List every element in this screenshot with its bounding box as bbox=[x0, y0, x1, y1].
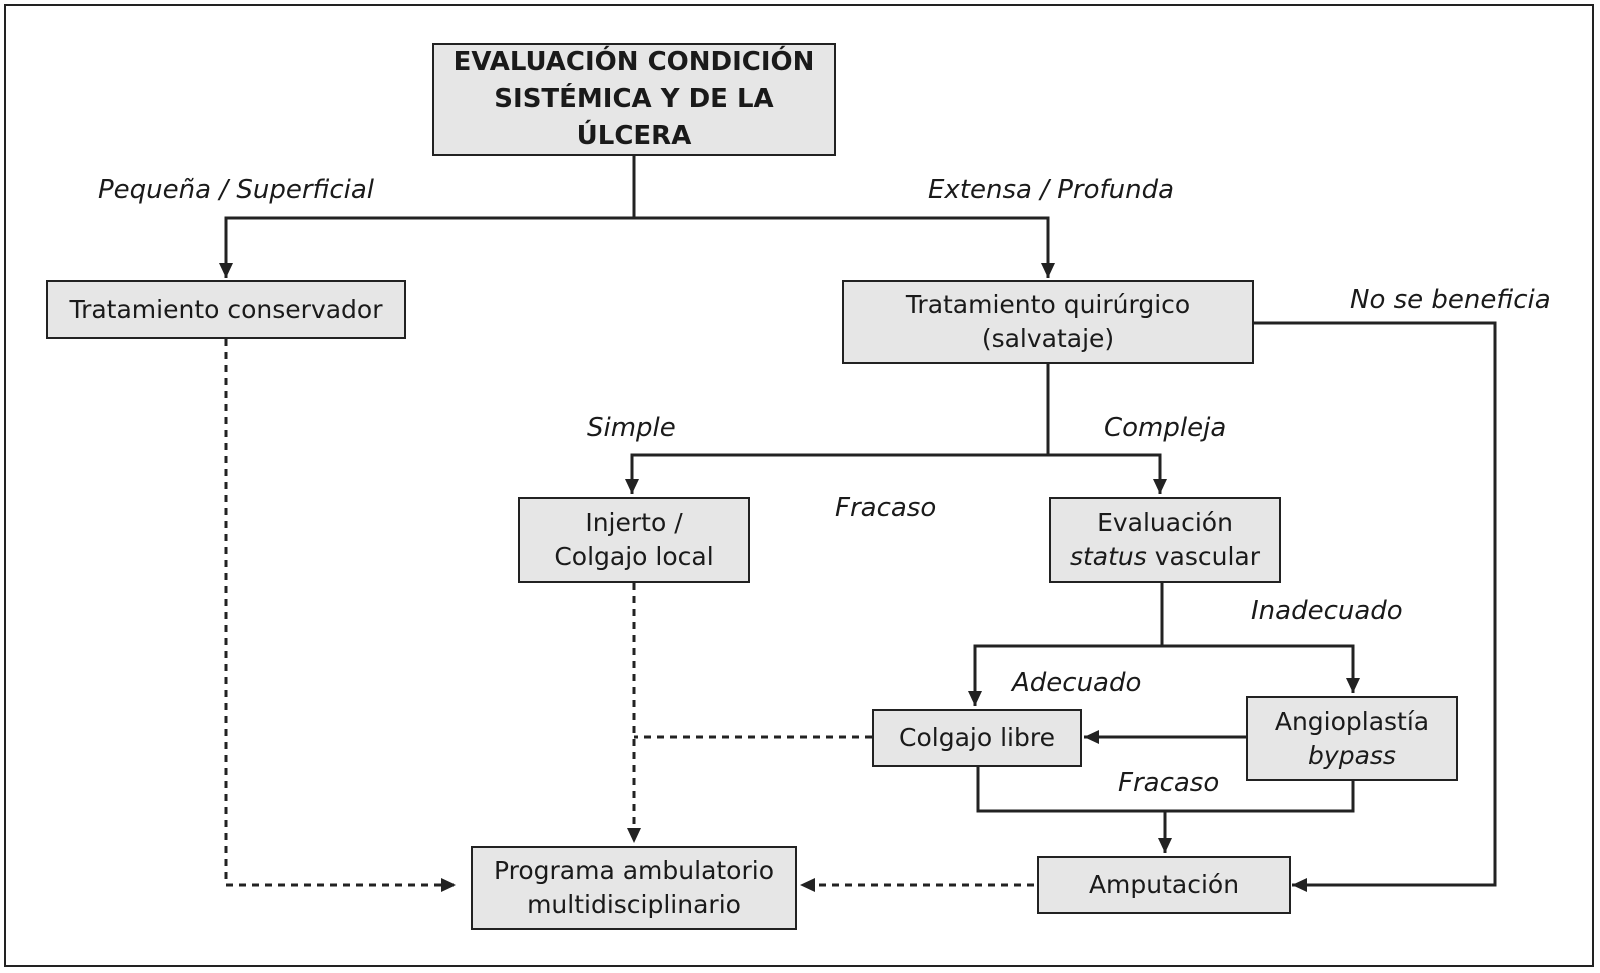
edge-quirurgico-to-injerto bbox=[625, 453, 1048, 494]
edge-label-inadecuado: Inadecuado bbox=[1251, 596, 1403, 626]
edge-quirurgico-to-amputacion bbox=[1254, 321, 1497, 892]
node-programa-line2: multidisciplinario bbox=[527, 890, 741, 919]
node-injerto-colgajo-local: Injerto / Colgajo local bbox=[518, 497, 750, 583]
edge-label-simple: Simple bbox=[587, 413, 676, 443]
edge-label-extensa-profunda: Extensa / Profunda bbox=[928, 175, 1175, 205]
node-programa-ambulatorio: Programa ambulatorio multidisciplinario bbox=[471, 846, 797, 930]
node-angioplastia-bypass: Angioplastía bypass bbox=[1246, 696, 1458, 781]
node-evaluacion-vascular-word: vascular bbox=[1146, 542, 1261, 571]
edge-label-adecuado: Adecuado bbox=[1012, 668, 1142, 698]
node-root-line2: SISTÉMICA Y DE LA ÚLCERA bbox=[494, 84, 774, 151]
node-programa-line1: Programa ambulatorio bbox=[493, 856, 775, 885]
edge-root-to-quirurgico bbox=[634, 216, 1055, 278]
edge-evaluacion-to-angioplastia bbox=[1162, 644, 1360, 693]
node-tratamiento-conservador: Tratamiento conservador bbox=[46, 280, 406, 339]
node-quirurgico-line1: Tratamiento quirúrgico bbox=[905, 290, 1191, 319]
node-amputacion-label: Amputación bbox=[1088, 870, 1240, 899]
node-evaluacion-condicion: EVALUACIÓN CONDICIÓN SISTÉMICA Y DE LA Ú… bbox=[432, 43, 836, 156]
node-angioplastia-line1: Angioplastía bbox=[1274, 706, 1430, 736]
edge-label-fracaso-1: Fracaso bbox=[835, 493, 937, 523]
node-root-line1: EVALUACIÓN CONDICIÓN bbox=[453, 47, 815, 77]
node-tratamiento-quirurgico: Tratamiento quirúrgico (salvataje) bbox=[842, 280, 1254, 364]
node-colgajo-libre-label: Colgajo libre bbox=[899, 723, 1055, 752]
node-quirurgico-line2: (salvataje) bbox=[981, 324, 1115, 353]
dashed-conservador-to-programa bbox=[224, 339, 456, 892]
node-evaluacion-status-vascular: Evaluación status vascular bbox=[1049, 497, 1281, 583]
node-evaluacion-line1: Evaluación bbox=[1097, 508, 1233, 537]
edge-label-pequena-superficial: Pequeña / Superficial bbox=[98, 175, 374, 205]
edge-quirurgico-to-evaluacion bbox=[1048, 453, 1167, 494]
edge-evaluacion-to-colgajo-libre bbox=[968, 644, 1162, 706]
node-injerto-line2: Colgajo local bbox=[554, 542, 714, 571]
edge-label-compleja: Compleja bbox=[1104, 413, 1227, 443]
node-injerto-line1: Injerto / bbox=[585, 508, 683, 537]
diagram-frame bbox=[4, 4, 1594, 967]
edge-fracaso-to-amputacion bbox=[976, 767, 1355, 853]
node-colgajo-libre: Colgajo libre bbox=[872, 709, 1082, 767]
edge-root-to-conservador bbox=[219, 216, 634, 278]
node-conservador-label: Tratamiento conservador bbox=[69, 294, 383, 324]
node-evaluacion-line2: status vascular bbox=[1070, 540, 1260, 574]
edge-label-no-se-beneficia: No se beneficia bbox=[1350, 285, 1551, 315]
node-angioplastia-line2: bypass bbox=[1308, 740, 1396, 770]
node-amputacion: Amputación bbox=[1037, 856, 1291, 914]
edge-label-fracaso-2: Fracaso bbox=[1118, 768, 1220, 798]
node-evaluacion-status-word: status bbox=[1069, 542, 1147, 571]
